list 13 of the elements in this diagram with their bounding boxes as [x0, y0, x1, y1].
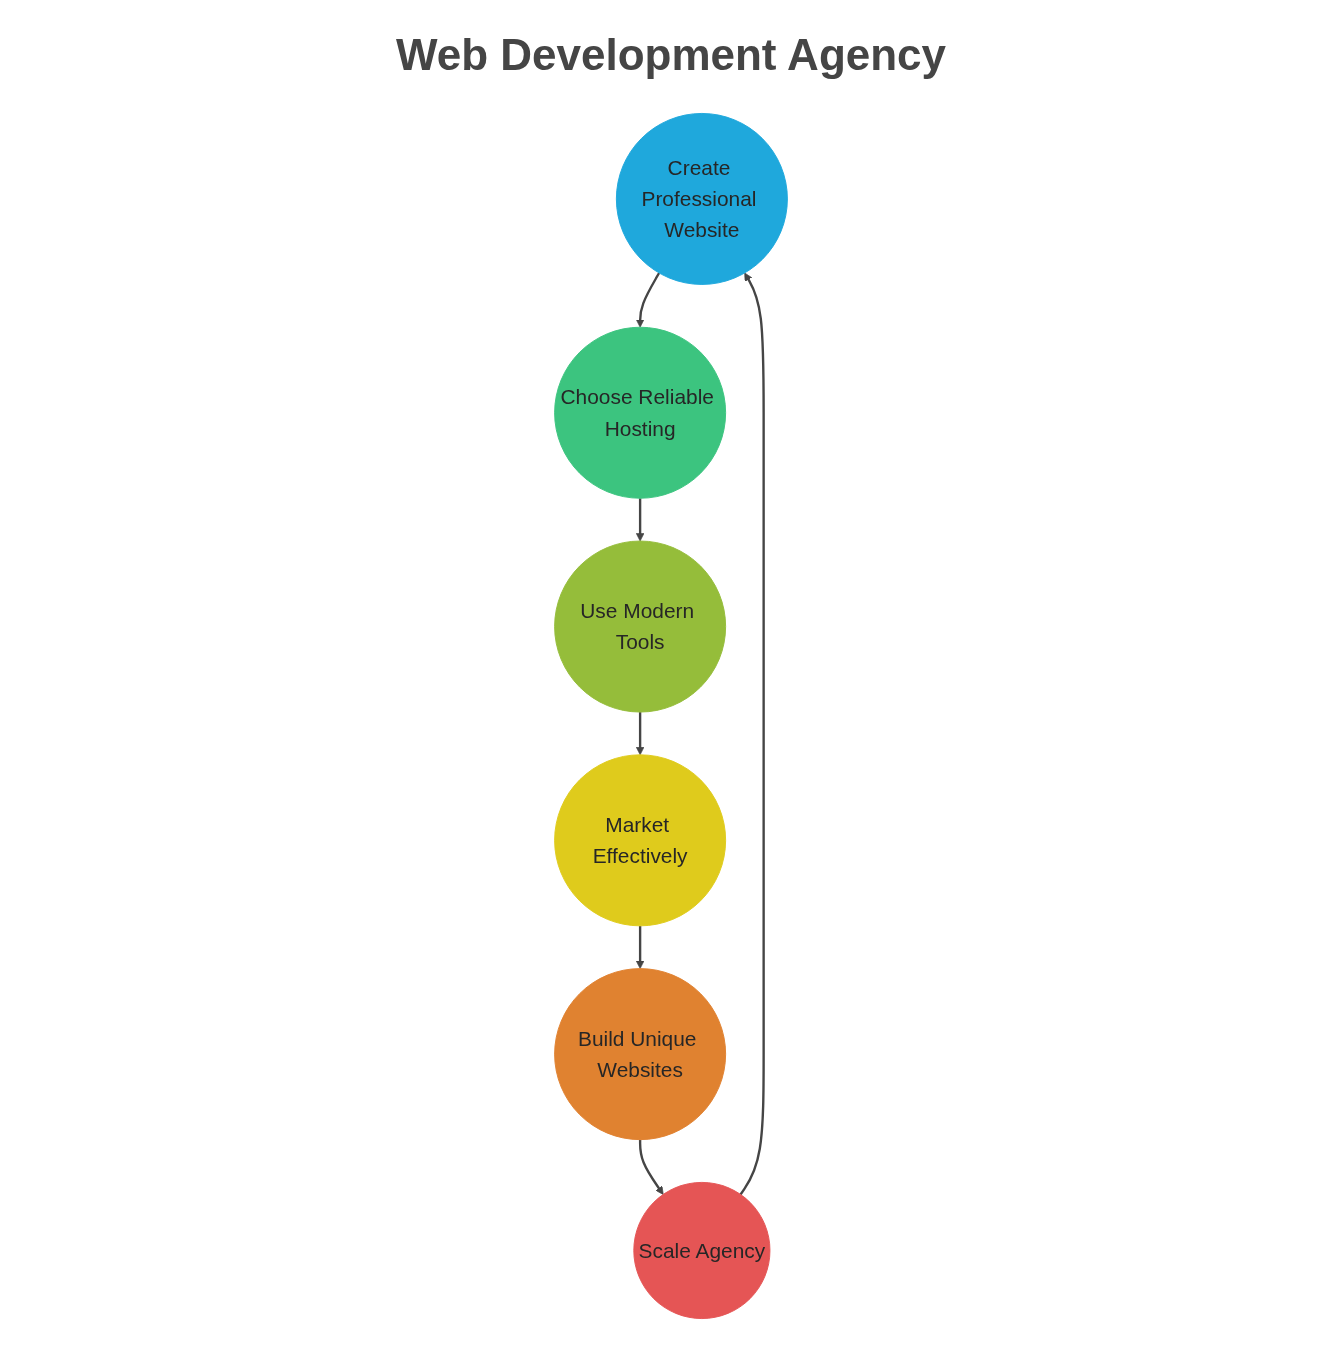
arrow — [739, 272, 765, 1196]
node-circle: Scale Agency — [633, 1181, 771, 1320]
node-circle: Build Unique Websites — [554, 968, 727, 1141]
node-circle: Market Effectively — [554, 754, 727, 927]
arrow — [638, 1139, 664, 1195]
node-circle: Create Professional Website — [615, 112, 788, 285]
arrow — [635, 272, 661, 328]
arrow — [635, 498, 645, 542]
node-circle: Choose Reliable Hosting — [554, 326, 727, 499]
title: Web Development Agency — [395, 30, 947, 80]
node-circle: Use Modern Tools — [554, 540, 727, 713]
arrow — [635, 925, 645, 969]
arrow — [635, 712, 645, 756]
